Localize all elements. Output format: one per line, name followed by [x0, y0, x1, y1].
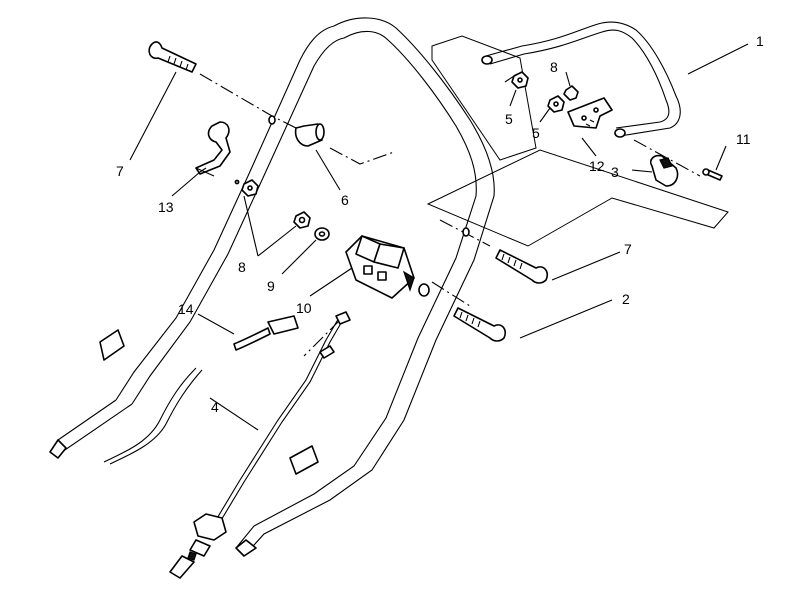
carriage-bolt-upper [148, 41, 197, 73]
callout-5a: 5 [505, 111, 513, 127]
spacer-bushing [294, 123, 325, 147]
handle-right-tube [235, 17, 495, 557]
callout-6: 6 [341, 192, 349, 208]
callout-14: 14 [178, 301, 194, 317]
callout-2: 2 [622, 291, 630, 307]
cable-bracket-block [345, 235, 415, 299]
nut-8-right [563, 85, 579, 101]
nut-5-left [511, 71, 529, 89]
callout-4: 4 [211, 399, 219, 415]
clevis-pin [702, 168, 723, 181]
carriage-bolt-2 [453, 307, 507, 342]
eyebolt-clip [195, 121, 231, 177]
handle-hole [462, 227, 470, 237]
hex-nut-8-middle [293, 211, 311, 229]
nut-5-right [547, 95, 565, 113]
carriage-bolt-lower [495, 249, 549, 284]
hex-nut-8-left [234, 179, 259, 197]
callout-8b: 8 [238, 259, 246, 275]
wire-connector [233, 315, 299, 351]
assembly-plane-upper [431, 35, 537, 161]
wire-segment [103, 367, 197, 463]
handle-hole [418, 283, 430, 297]
washer-9 [314, 227, 330, 241]
callout-12: 12 [589, 158, 605, 174]
callout-7b: 7 [624, 241, 632, 257]
callout-7a: 7 [116, 163, 124, 179]
wire-segment [109, 369, 203, 465]
latch-knob [649, 154, 679, 187]
handle-left-tube [49, 25, 345, 459]
callout-1: 1 [756, 33, 764, 49]
callout-5b: 5 [532, 125, 540, 141]
callout-9: 9 [267, 278, 275, 294]
callout-8a: 8 [550, 59, 558, 75]
callout-3: 3 [611, 164, 619, 180]
callout-13: 13 [158, 199, 174, 215]
handle-hole [268, 115, 276, 125]
assembly-plane-lower [426, 149, 729, 247]
latch-plate [567, 97, 613, 129]
control-cable [169, 311, 351, 579]
callout-10: 10 [296, 300, 312, 316]
upper-bail-handle [481, 21, 681, 138]
leader-lines [129, 43, 749, 431]
callout-11: 11 [736, 131, 751, 147]
